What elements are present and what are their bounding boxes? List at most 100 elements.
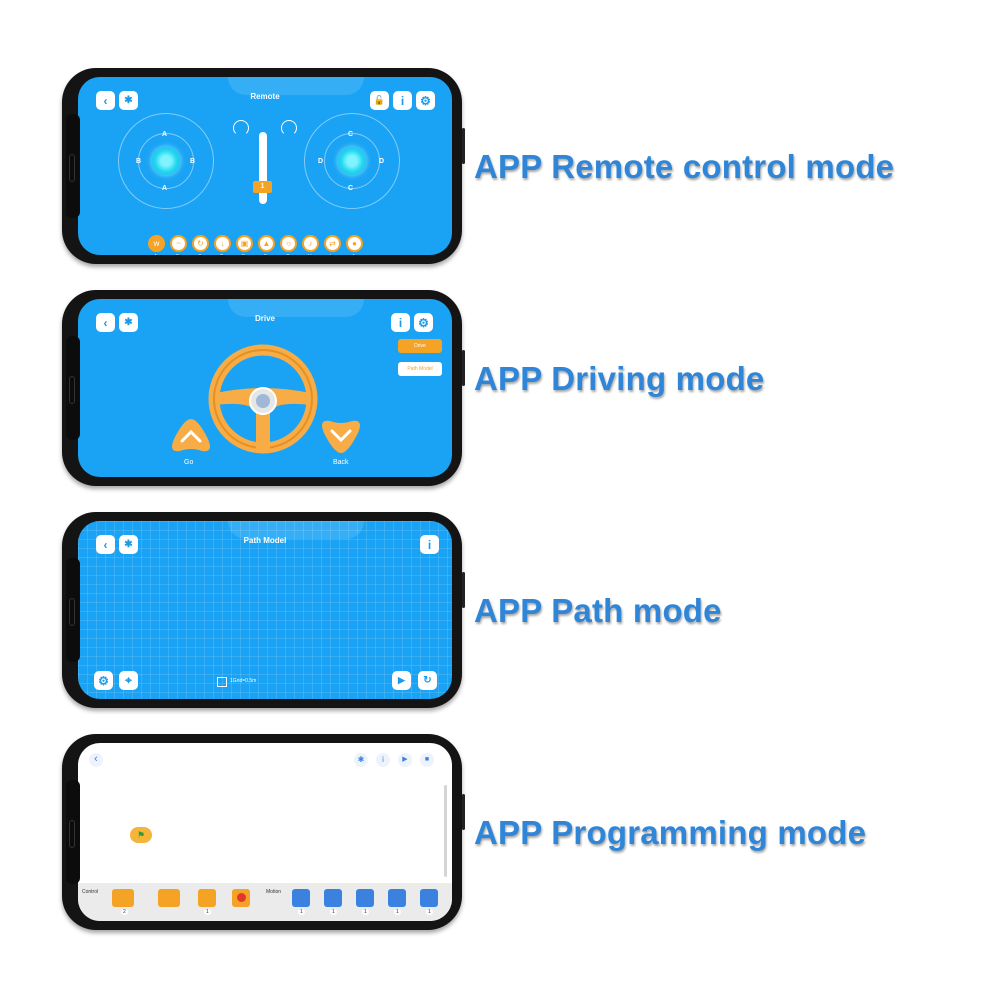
- joystick-knob[interactable]: [338, 147, 366, 175]
- grid-checkbox[interactable]: [217, 677, 227, 687]
- function-button-h[interactable]: ♪: [302, 235, 319, 252]
- vertical-scrollbar[interactable]: [444, 785, 447, 877]
- back-drive-button[interactable]: [318, 417, 364, 455]
- info-button[interactable]: i: [376, 753, 390, 767]
- phone-notch: [66, 780, 80, 884]
- settings-button[interactable]: ⚙: [414, 313, 433, 332]
- control-loop-block[interactable]: [158, 889, 180, 907]
- function-label: E: [242, 254, 245, 255]
- function-label: C: [198, 254, 202, 255]
- save-button[interactable]: ■: [420, 753, 434, 767]
- back-button[interactable]: ‹: [89, 753, 103, 767]
- refresh-button[interactable]: ↻: [418, 671, 437, 690]
- joystick-label-top: C: [348, 131, 354, 138]
- joystick-outer-ring: [304, 113, 400, 209]
- title-bar: [228, 521, 364, 539]
- function-button-g[interactable]: ○: [280, 235, 297, 252]
- phone-speaker: [69, 820, 75, 848]
- block-value: 1: [426, 909, 433, 915]
- function-label: D: [220, 254, 224, 255]
- back-button[interactable]: ‹: [96, 91, 115, 110]
- label-path-mode: APP Path mode: [474, 592, 722, 629]
- function-label: I: [330, 254, 331, 255]
- function-label: A: [154, 254, 157, 255]
- label-remote-mode: APP Remote control mode: [474, 148, 895, 185]
- crop-button[interactable]: ⌖: [119, 671, 138, 690]
- play-step-button[interactable]: ▶: [392, 671, 411, 690]
- function-button-d[interactable]: ↓: [214, 235, 231, 252]
- function-button-a[interactable]: w: [148, 235, 165, 252]
- path-grid-canvas[interactable]: [78, 521, 452, 699]
- joystick-label-left: D: [318, 158, 324, 165]
- function-button-f[interactable]: ▲: [258, 235, 275, 252]
- function-button-i[interactable]: ⇄: [324, 235, 341, 252]
- bluetooth-button[interactable]: ✱: [119, 91, 138, 110]
- joystick-outer-ring: [118, 113, 214, 209]
- phone-notch: [66, 558, 80, 662]
- motion-forward-block[interactable]: [292, 889, 310, 907]
- left-joystick[interactable]: A A B B: [118, 113, 214, 209]
- joystick-label-right: B: [190, 158, 196, 165]
- motion-rotate-block[interactable]: [420, 889, 438, 907]
- title-bar: [228, 77, 364, 95]
- motion-backward-block[interactable]: [324, 889, 342, 907]
- speed-dial-left-icon[interactable]: [233, 120, 249, 136]
- function-button-e[interactable]: ▣: [236, 235, 253, 252]
- speed-slider[interactable]: [259, 132, 267, 204]
- speed-dial-right-icon[interactable]: [281, 120, 297, 136]
- settings-button[interactable]: ⚙: [416, 91, 435, 110]
- motion-turn-right-block[interactable]: [388, 889, 406, 907]
- back-label: Back: [333, 459, 349, 466]
- phone-path: Path Model ‹ ✱ i ⚙ ⌖ 1Grid=0.5m ▶ ↻: [62, 512, 465, 708]
- control-stop-block[interactable]: [232, 889, 250, 907]
- path-model-button[interactable]: Path Model: [398, 362, 442, 376]
- joystick-knob[interactable]: [152, 147, 180, 175]
- control-wait-block[interactable]: [198, 889, 216, 907]
- phone-side-button: [462, 572, 465, 608]
- phone-remote: Remote ‹ ✱ 🔓 i ⚙ A A B B 1 C C D D: [62, 68, 465, 264]
- info-button[interactable]: i: [393, 91, 412, 110]
- back-button[interactable]: ‹: [96, 313, 115, 332]
- motion-turn-left-block[interactable]: [356, 889, 374, 907]
- joystick-inner-ring: [138, 133, 194, 189]
- joystick-inner-ring: [324, 133, 380, 189]
- label-programming-mode: APP Programming mode: [474, 814, 867, 851]
- run-button[interactable]: ▶: [398, 753, 412, 767]
- function-button-b[interactable]: ~: [170, 235, 187, 252]
- phone-side-button: [462, 350, 465, 386]
- block-value: 1: [330, 909, 337, 915]
- phone-speaker: [69, 376, 75, 404]
- stop-icon: [236, 893, 246, 902]
- bluetooth-button[interactable]: ✱: [354, 753, 368, 767]
- drive-mode-button[interactable]: Drive: [398, 339, 442, 353]
- joystick-label-left: B: [136, 158, 142, 165]
- function-label: F: [264, 254, 267, 255]
- function-button-j[interactable]: ●: [346, 235, 363, 252]
- lock-button[interactable]: 🔓: [370, 91, 389, 110]
- joystick-label-top: A: [162, 131, 168, 138]
- phone-notch: [66, 336, 80, 440]
- back-button[interactable]: ‹: [96, 535, 115, 554]
- settings-button[interactable]: ⚙: [94, 671, 113, 690]
- programming-screen: ‹ ✱ i ▶ ■ ⚑ Control 2 1 Motion 1 1 1 1 1: [78, 743, 452, 921]
- function-button-c[interactable]: ↻: [192, 235, 209, 252]
- phone-speaker: [69, 598, 75, 626]
- steering-wheel[interactable]: [208, 341, 318, 465]
- phone-notch: [66, 114, 80, 218]
- grid-scale-note: 1Grid=0.5m: [230, 678, 257, 684]
- start-flag-block[interactable]: ⚑: [130, 827, 152, 843]
- bluetooth-button[interactable]: ✱: [119, 313, 138, 332]
- joystick-label-right: D: [379, 158, 385, 165]
- go-label: Go: [184, 459, 194, 466]
- right-joystick[interactable]: C C D D: [304, 113, 400, 209]
- phone-programming: ‹ ✱ i ▶ ■ ⚑ Control 2 1 Motion 1 1 1 1 1: [62, 734, 465, 930]
- speed-slider-thumb[interactable]: 1: [253, 181, 272, 193]
- control-repeat-block[interactable]: [112, 889, 134, 907]
- page-title: Path Model: [243, 536, 287, 545]
- go-button[interactable]: [168, 417, 214, 455]
- info-button[interactable]: i: [391, 313, 410, 332]
- bluetooth-button[interactable]: ✱: [119, 535, 138, 554]
- info-button[interactable]: i: [420, 535, 439, 554]
- block-value: 1: [298, 909, 305, 915]
- block-value: 2: [121, 909, 128, 915]
